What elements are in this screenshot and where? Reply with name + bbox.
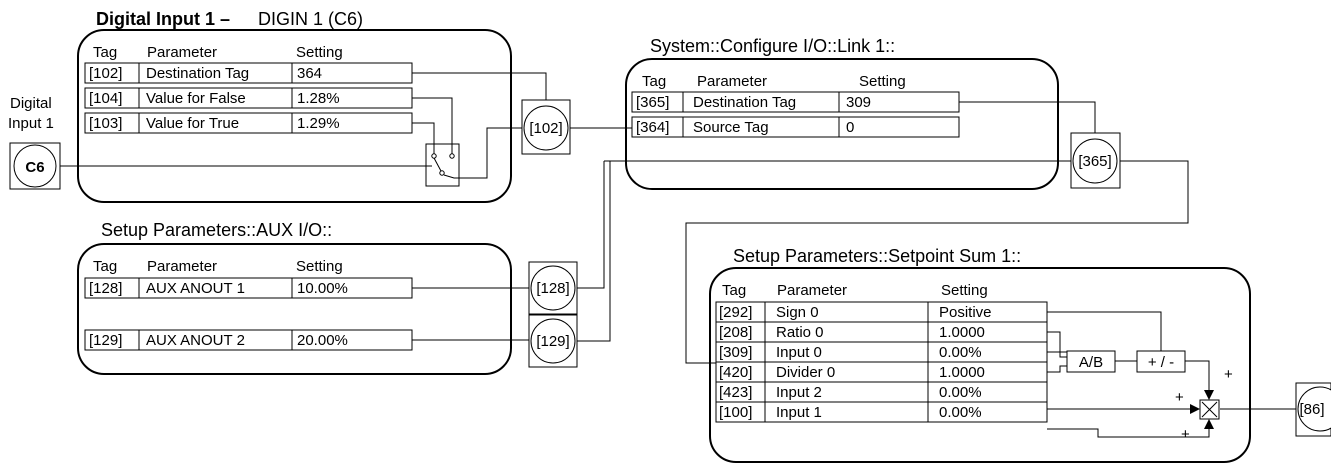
row-setting: 1.28%: [297, 90, 340, 107]
row-setting: 1.0000: [939, 364, 985, 381]
row-setting: 0.00%: [939, 384, 982, 401]
divide-label: A/B: [1079, 354, 1103, 371]
header-tag: Tag: [93, 258, 117, 275]
header-tag: Tag: [722, 282, 746, 299]
row-setting: 364: [297, 65, 322, 82]
row-parameter: Destination Tag: [693, 94, 796, 111]
row-tag: [100]: [719, 404, 752, 421]
plus-top: +: [1224, 366, 1233, 383]
aux-frame: [77, 243, 512, 375]
header-setting: Setting: [296, 44, 343, 61]
row-tag: [420]: [719, 364, 752, 381]
node-365[interactable]: [365]: [1070, 132, 1121, 189]
row-parameter: Input 0: [776, 344, 822, 361]
row-setting: 309: [846, 94, 871, 111]
digital-input-label-line1: Digital: [10, 95, 52, 112]
row-tag: [102]: [89, 65, 122, 82]
terminal-c6-circle: [13, 144, 57, 188]
row-parameter: Source Tag: [693, 119, 769, 136]
digital-input-terminal-group: Digital Input 1 C6: [8, 95, 61, 190]
row-parameter: Input 2: [776, 384, 822, 401]
node-365-label: [365]: [1078, 153, 1111, 170]
row-setting: 0.00%: [939, 344, 982, 361]
sign-label: + / -: [1148, 354, 1174, 371]
row-tag: [104]: [89, 90, 122, 107]
setpoint-title: Setup Parameters::Setpoint Sum 1::: [733, 246, 1021, 266]
terminal-c6-label: C6: [25, 159, 44, 176]
header-parameter: Parameter: [697, 73, 767, 90]
aux-title: Setup Parameters::AUX I/O::: [101, 220, 332, 240]
row-parameter: Value for False: [146, 90, 246, 107]
setpoint-sum-block: Setup Parameters::Setpoint Sum 1:: Tag P…: [709, 246, 1296, 463]
row-setting: 0: [846, 119, 854, 136]
row-tag: [129]: [89, 332, 122, 349]
row-setting: 10.00%: [297, 280, 348, 297]
row-tag: [423]: [719, 384, 752, 401]
aux-block: Setup Parameters::AUX I/O:: Tag Paramete…: [77, 220, 529, 375]
header-setting: Setting: [941, 282, 988, 299]
row-setting-cell[interactable]: [927, 401, 1048, 423]
row-setting: Positive: [939, 304, 992, 321]
row-tag: [208]: [719, 324, 752, 341]
row-parameter: Value for True: [146, 115, 239, 132]
row-parameter: Ratio 0: [776, 324, 824, 341]
row-tag: [128]: [89, 280, 122, 297]
row-tag: [365]: [636, 94, 669, 111]
row-parameter: Input 1: [776, 404, 822, 421]
digital-input-title-bold: Digital Input 1 –: [96, 9, 230, 29]
selector-switch: [425, 143, 460, 187]
header-tag: Tag: [642, 73, 666, 90]
row-setting: 1.29%: [297, 115, 340, 132]
row-parameter: Divider 0: [776, 364, 835, 381]
setpoint-frame: [709, 267, 1251, 463]
digital-input-frame: [77, 29, 512, 203]
digital-input-block: Digital Input 1 – DIGIN 1 (C6) Tag Param…: [59, 9, 547, 203]
link-title: System::Configure I/O::Link 1::: [650, 36, 895, 56]
row-parameter: AUX ANOUT 1: [146, 280, 245, 297]
link-frame: [625, 58, 1059, 190]
link-block: System::Configure I/O::Link 1:: Tag Para…: [604, 36, 1189, 364]
plus-bottom: +: [1181, 426, 1190, 443]
row-tag: [292]: [719, 304, 752, 321]
node-128[interactable]: [128]: [528, 261, 578, 315]
header-setting: Setting: [296, 258, 343, 275]
plus-left: +: [1175, 389, 1184, 406]
row-parameter: Sign 0: [776, 304, 819, 321]
row-tag: [364]: [636, 119, 669, 136]
header-parameter: Parameter: [147, 44, 217, 61]
digital-input-label-line2: Input 1: [8, 115, 54, 132]
row-tag: [103]: [89, 115, 122, 132]
node-86[interactable]: [86]: [1295, 382, 1331, 437]
digital-input-title-rest: DIGIN 1 (C6): [258, 9, 363, 29]
header-tag: Tag: [93, 44, 117, 61]
node-102-label: [102]: [529, 120, 562, 137]
row-parameter: AUX ANOUT 2: [146, 332, 245, 349]
header-parameter: Parameter: [147, 258, 217, 275]
row-setting: 0.00%: [939, 404, 982, 421]
node-128-label: [128]: [536, 280, 569, 297]
node-86-label: [86]: [1299, 401, 1324, 418]
row-setting: 1.0000: [939, 324, 985, 341]
header-parameter: Parameter: [777, 282, 847, 299]
node-102[interactable]: [102]: [521, 99, 571, 155]
row-setting: 20.00%: [297, 332, 348, 349]
row-tag: [309]: [719, 344, 752, 361]
node-129[interactable]: [129]: [528, 314, 578, 368]
row-setting-cell[interactable]: [838, 116, 960, 138]
node-129-label: [129]: [536, 333, 569, 350]
row-parameter: Destination Tag: [146, 65, 249, 82]
header-setting: Setting: [859, 73, 906, 90]
